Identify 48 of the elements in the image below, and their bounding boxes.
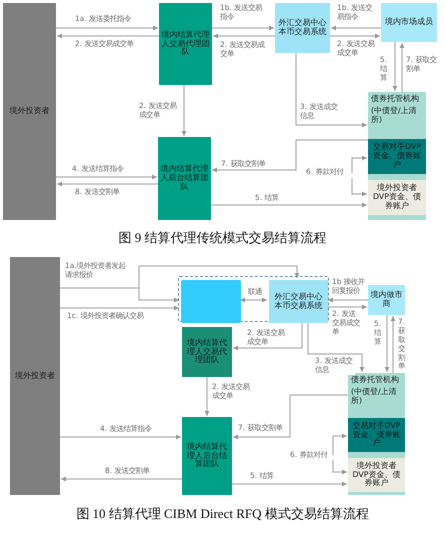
system-box — [275, 3, 330, 53]
system-box — [269, 280, 328, 323]
arrow — [296, 52, 368, 128]
arrow — [56, 174, 158, 180]
arrow — [328, 298, 368, 302]
band-box — [368, 92, 426, 220]
member-box — [381, 3, 437, 42]
arrow — [240, 298, 268, 302]
arrow — [332, 434, 348, 456]
arrow — [60, 306, 180, 310]
figure-caption: 图 9 结算代理传统模式交易结算流程 — [118, 229, 328, 247]
investor-box — [3, 3, 56, 220]
arrow — [60, 434, 182, 440]
arrow — [326, 304, 368, 310]
arrow — [330, 34, 380, 38]
process-box — [182, 327, 232, 377]
arrow — [56, 26, 158, 30]
arrow — [390, 316, 396, 374]
arrow — [232, 394, 348, 440]
arrow — [330, 26, 382, 30]
arrow — [60, 288, 180, 302]
arrow — [212, 26, 274, 30]
arrow — [332, 460, 348, 474]
process-box — [158, 137, 211, 220]
arrow — [232, 482, 348, 486]
arrow — [400, 42, 404, 92]
arrow — [56, 34, 160, 38]
arrow — [308, 322, 364, 372]
arrow — [56, 182, 158, 186]
arrow — [352, 156, 368, 174]
arrow — [384, 314, 390, 372]
band-box — [348, 373, 405, 495]
arrow — [232, 322, 302, 350]
arrow — [352, 178, 368, 196]
process-box — [182, 417, 232, 495]
arrow — [392, 42, 398, 92]
arrow — [204, 376, 210, 416]
investor-box — [10, 257, 60, 495]
arrow — [210, 202, 368, 208]
group-box — [178, 276, 329, 322]
process-box — [159, 3, 212, 85]
arrow — [60, 476, 182, 482]
figure-caption: 图 10 结算代理 CIBM Direct RFQ 模式交易结算流程 — [75, 505, 370, 523]
arrow — [212, 34, 276, 38]
platform-box — [181, 280, 241, 323]
arrow — [182, 84, 186, 136]
arrow — [212, 140, 368, 172]
member-box — [368, 285, 405, 315]
